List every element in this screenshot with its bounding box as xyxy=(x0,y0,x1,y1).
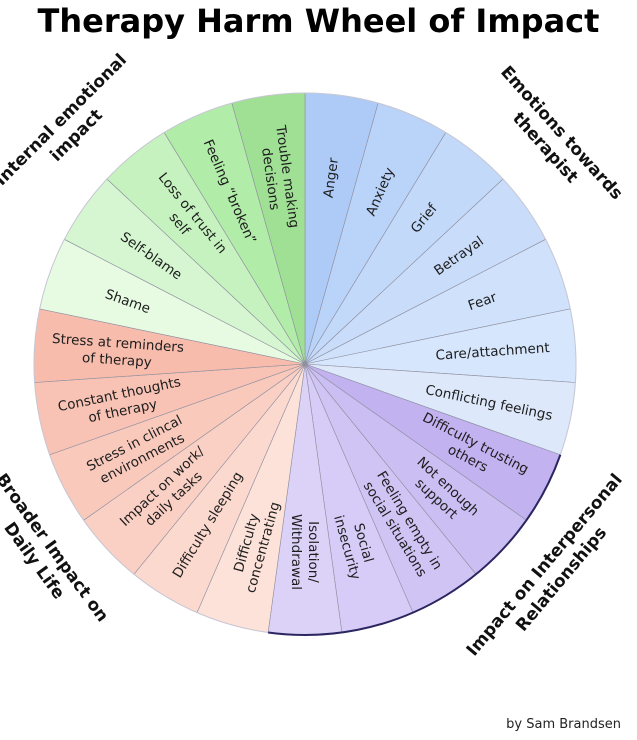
author-credit: by Sam Brandsen xyxy=(506,717,621,732)
rim-broader-impact-on-daily-life xyxy=(33,308,269,633)
rim-emotions-towards-therapist xyxy=(304,92,577,455)
segment-label-anger: Anger xyxy=(321,156,342,198)
segment-label-isolation-withdrawal: Isolation/Withdrawal xyxy=(288,514,321,590)
segment-label-care-attachment: Care/attachment xyxy=(435,340,550,364)
wheel-slices xyxy=(33,92,577,636)
category-rims xyxy=(33,92,577,636)
rim-impact-on-interpersonal-relationships xyxy=(267,454,562,636)
rim-internal-emotional-impact xyxy=(39,92,306,309)
chart-title: Therapy Harm Wheel of Impact xyxy=(37,2,600,40)
